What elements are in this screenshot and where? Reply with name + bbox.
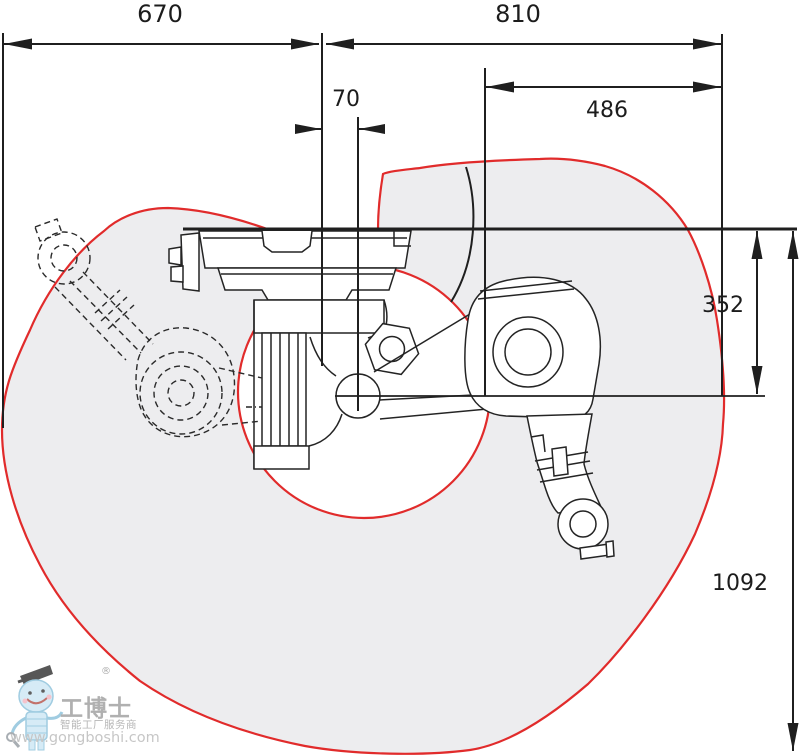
- mascot-cheek-right: [46, 694, 52, 700]
- dim-label-352: 352: [702, 293, 744, 318]
- ghost-upper-arm-edge-1: [218, 367, 263, 379]
- mascot-wrench-icon: [6, 732, 16, 742]
- watermark: ® 工博士 智能工厂服务商 www.gongboshi.com: [6, 665, 160, 751]
- reference-lines: [183, 227, 797, 397]
- robot-left-tab-1: [168, 246, 182, 266]
- ghost-forearm-band-3: [107, 304, 135, 330]
- robot-ghost-pose: [34, 218, 263, 438]
- arrow-352-bottom: [751, 366, 763, 394]
- robot-base-notch: [261, 230, 313, 253]
- robot-elbow-seam-2: [479, 280, 573, 292]
- dim-label-1092: 1092: [712, 571, 768, 596]
- ghost-upper-arm-edge-2: [221, 420, 263, 426]
- robot-base-right-step: [393, 231, 411, 247]
- dim-label-810: 810: [495, 0, 541, 28]
- ghost-tool-flange: [34, 218, 63, 242]
- joint-rotation-arc: [450, 166, 475, 303]
- mascot-cheek-left: [22, 698, 28, 704]
- robot-forearm-notch: [530, 434, 546, 453]
- mascot-arm-right: [46, 711, 64, 720]
- robot-slat-block: [261, 332, 307, 447]
- watermark-brand: 工博士: [60, 695, 132, 722]
- mascot-smile: [26, 697, 48, 705]
- mascot-cap-brim: [17, 674, 37, 684]
- dim-label-670: 670: [137, 0, 183, 28]
- arrow-810-right: [693, 38, 721, 50]
- robot-tool-flange-tab: [605, 540, 615, 558]
- robot-slat-lines: [270, 333, 299, 446]
- ghost-wrist-outer: [37, 231, 91, 285]
- mascot-eye-right: [41, 689, 45, 693]
- ghost-elbow-mid: [153, 365, 209, 421]
- robot-solid-pose: [168, 230, 615, 560]
- ghost-forearm-band-2: [100, 296, 128, 322]
- arrow-486-right: [693, 81, 721, 93]
- arrow-352-top: [751, 231, 763, 259]
- ghost-forearm-edge-3: [69, 280, 142, 354]
- ghost-elbow-outer: [139, 351, 223, 435]
- mascot-leg-left: [28, 739, 36, 751]
- robot-body-curve-shoulder-bottom: [308, 413, 343, 447]
- ghost-forearm-edge-1: [82, 271, 154, 345]
- arrow-486-left: [486, 81, 514, 93]
- mascot-eye-left: [28, 691, 32, 695]
- robot-elbow-joint-inner: [504, 328, 552, 376]
- robot-foot-block: [253, 445, 310, 470]
- ghost-wrist-inner: [50, 244, 78, 272]
- watermark-website: www.gongboshi.com: [10, 730, 160, 746]
- arrow-810-left: [326, 38, 354, 50]
- watermark-registered-mark: ®: [101, 666, 111, 677]
- robot-hex-bore: [378, 335, 406, 363]
- mascot-body-ribs: [27, 718, 47, 734]
- arrow-70-left: [295, 124, 321, 134]
- robot-elbow-seam-1: [477, 288, 575, 300]
- robot-left-tab-2: [170, 265, 184, 283]
- robot-body-column: [253, 299, 385, 334]
- ghost-elbow-housing: [135, 327, 236, 438]
- robot-body-curve-shoulder-top: [309, 336, 337, 377]
- dim-label-486: 486: [586, 98, 628, 123]
- ghost-forearm-band-1: [94, 289, 121, 314]
- dimension-arrowheads: [4, 38, 799, 751]
- arrow-670-right: [291, 38, 319, 50]
- dim-label-70: 70: [332, 87, 360, 112]
- ghost-elbow-inner: [167, 379, 195, 407]
- mascot-wrench-handle: [11, 739, 21, 748]
- robot-forearm-tab: [551, 446, 569, 477]
- arrow-70-right: [359, 124, 385, 134]
- arrow-1092-bottom: [787, 723, 799, 751]
- robot-forearm-seam-3: [539, 472, 594, 483]
- watermark-tagline: 智能工厂服务商: [60, 718, 137, 731]
- dimension-labels: 670 810 70 486 352 1092: [137, 0, 768, 596]
- gongboshi-mascot-logo: [6, 665, 64, 751]
- robot-wrist-joint-inner: [569, 510, 597, 538]
- ghost-forearm-edge-2: [54, 286, 127, 361]
- arrow-1092-top: [787, 231, 799, 259]
- arrow-670-left: [4, 38, 32, 50]
- mascot-leg-right: [37, 739, 45, 751]
- robot-upper-arm-top-edge: [373, 313, 471, 373]
